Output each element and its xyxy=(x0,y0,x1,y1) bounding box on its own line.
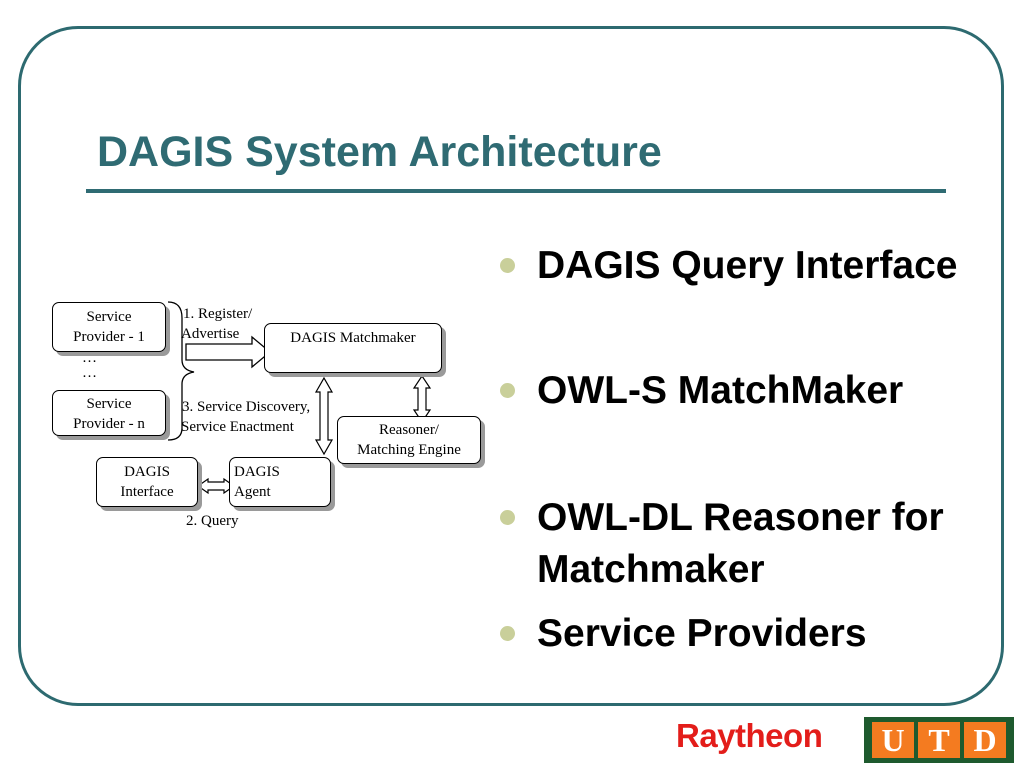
bullet-text: DAGIS Query Interface xyxy=(537,244,958,287)
discovery-label-line2: Service Enactment xyxy=(181,419,294,435)
utd-letter: D xyxy=(964,722,1006,758)
title-underline xyxy=(86,189,946,193)
agent-box: DAGIS Agent xyxy=(229,457,331,507)
interface-line1: DAGIS xyxy=(124,464,170,480)
register-label-line1: 1. Register/ xyxy=(183,306,253,322)
query-label: 2. Query xyxy=(186,513,239,529)
provider-n-box: Service Provider - n xyxy=(52,390,166,436)
matchmaker-agent-arrow xyxy=(314,376,334,456)
agent-line1: DAGIS xyxy=(234,464,280,480)
slide-frame xyxy=(18,26,1004,706)
matchmaker-box: DAGIS Matchmaker xyxy=(264,323,442,373)
register-arrow xyxy=(185,335,272,369)
interface-line2: Interface xyxy=(120,484,174,500)
bullet-dot xyxy=(500,510,515,525)
raytheon-logo: Raytheon xyxy=(676,717,823,754)
provider-n-line2: Provider - n xyxy=(73,416,145,432)
bullet-text: OWL-S MatchMaker xyxy=(537,369,904,412)
bullet-text: OWL-DL Reasoner for Matchmaker xyxy=(537,496,944,591)
provider-1-line2: Provider - 1 xyxy=(73,329,145,345)
bullet-dot xyxy=(500,626,515,641)
agent-line2: Agent xyxy=(234,484,271,500)
register-label-line2: Advertise xyxy=(181,326,240,342)
utd-logo: U T D xyxy=(864,717,1014,763)
bullet-dot xyxy=(500,383,515,398)
reasoner-line2: Matching Engine xyxy=(357,442,461,458)
matchmaker-label: DAGIS Matchmaker xyxy=(290,330,416,346)
provider-brace xyxy=(167,301,195,441)
ellipsis-2: … xyxy=(82,365,97,381)
reasoner-box: Reasoner/ Matching Engine xyxy=(337,416,481,464)
provider-1-box: Service Provider - 1 xyxy=(52,302,166,352)
interface-box: DAGIS Interface xyxy=(96,457,198,507)
bullet-dot xyxy=(500,258,515,273)
ellipsis-1: … xyxy=(82,350,97,366)
reasoner-line1: Reasoner/ xyxy=(379,422,439,438)
slide-title: DAGIS System Architecture xyxy=(97,128,662,176)
bullet-text: Service Providers xyxy=(537,612,867,655)
provider-1-line1: Service xyxy=(86,309,132,325)
utd-letter: T xyxy=(918,722,960,758)
provider-n-line1: Service xyxy=(86,396,132,412)
utd-letter: U xyxy=(872,722,914,758)
discovery-label-line1: 3. Service Discovery, xyxy=(182,399,311,415)
